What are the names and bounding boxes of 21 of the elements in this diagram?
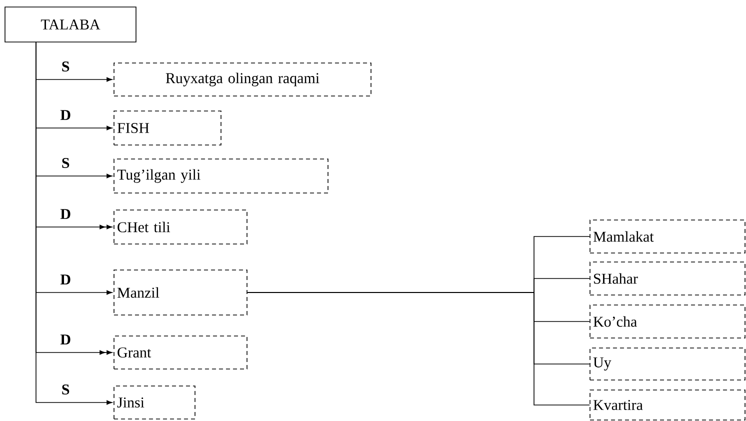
- edge-label: S: [62, 61, 70, 72]
- attribute-box: Manzil: [114, 270, 248, 316]
- attribute-box: Grant: [114, 336, 248, 370]
- edge-label: S: [62, 384, 70, 395]
- attribute-box: Tug’ilgan yili: [114, 158, 328, 194]
- attribute-box: Mamlakat: [590, 220, 746, 254]
- attribute-box: Ko’cha: [590, 304, 746, 338]
- attribute-box: Jinsi: [114, 386, 196, 420]
- attribute-box: Uy: [590, 348, 746, 380]
- attribute-box: Kvartira: [590, 390, 746, 420]
- edge-label: D: [60, 334, 70, 344]
- connector: [247, 292, 590, 406]
- attribute-box: FISH: [114, 110, 222, 146]
- edge-label: D: [60, 274, 70, 284]
- attribute-box: SHahar: [590, 262, 746, 296]
- edge-label: S: [62, 158, 70, 168]
- attribute-box: CHet tili: [114, 210, 248, 244]
- entity-box: TALABA: [4, 6, 136, 42]
- attribute-box: Ruyxatga olingan raqami: [114, 62, 372, 96]
- edge-label: D: [60, 209, 70, 219]
- edge-label: D: [60, 110, 70, 120]
